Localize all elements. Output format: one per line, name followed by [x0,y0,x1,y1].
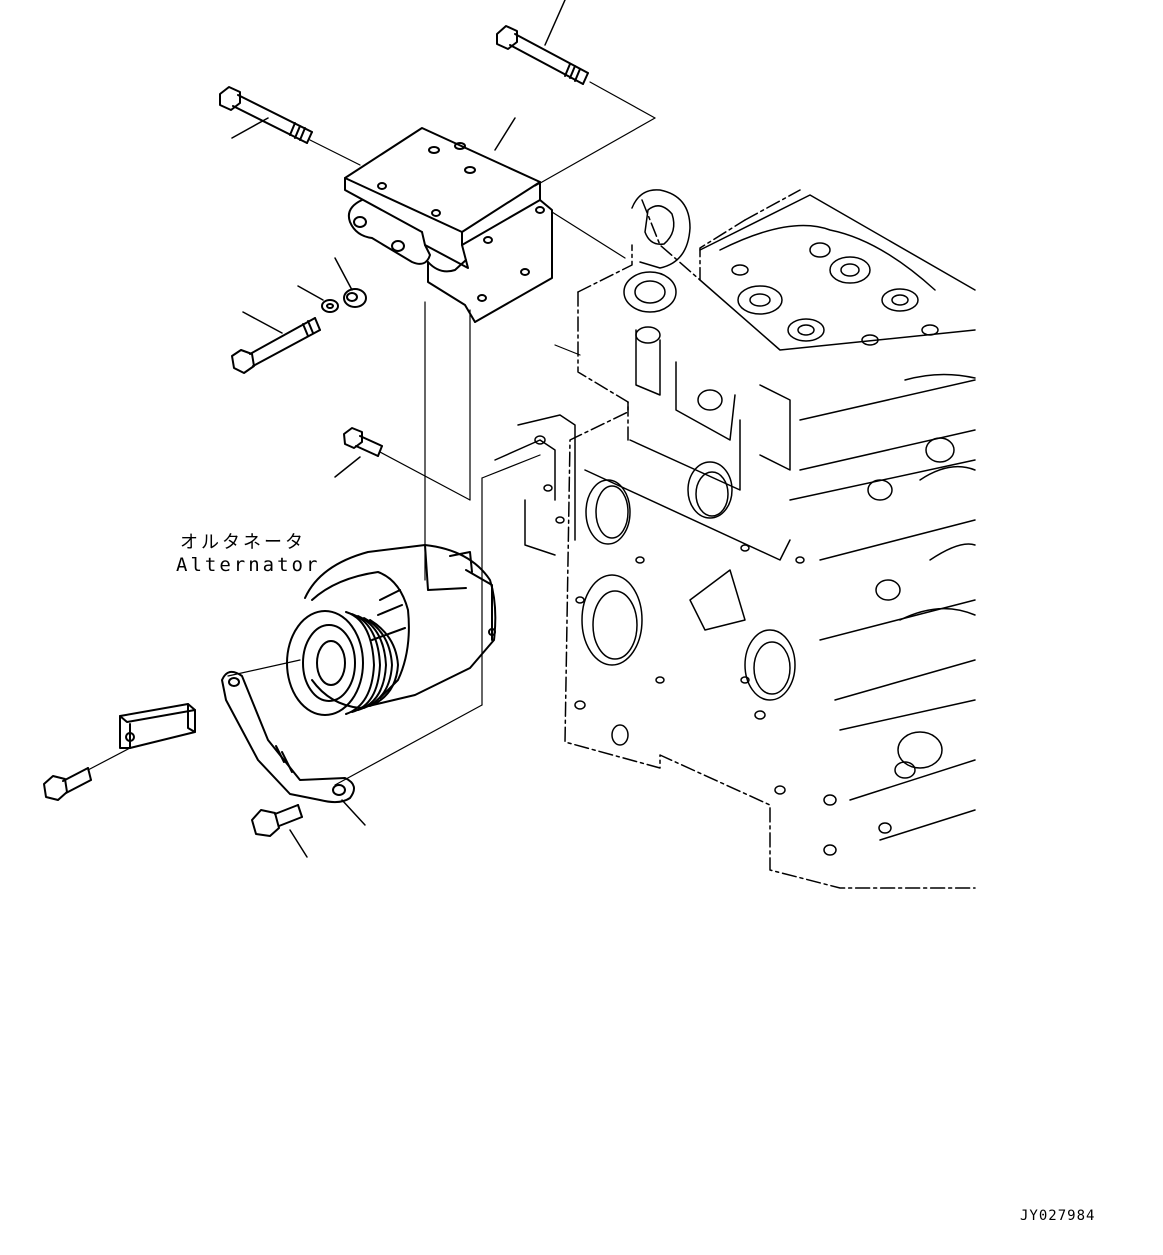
adjusting-strap [221,670,355,804]
assembly-lines [87,81,656,786]
bolt-upper-left [219,86,313,144]
part-leaders [231,0,566,858]
bolt-small-middle [343,427,383,457]
drawing-id: JY027984 [1020,1208,1096,1224]
alternator [286,544,497,716]
callout-label-english: Alternator [176,554,321,576]
washer [321,299,339,313]
engine-block [494,189,976,889]
bolt-bottom [251,804,303,837]
callout-label-japanese: オルタネータ [180,532,306,553]
spacer [343,288,367,308]
bolt-bottom-left [43,767,92,801]
small-bracket [119,703,196,749]
bolt-side [231,317,321,374]
bolt-top-long [496,25,589,85]
alternator-bracket [344,127,553,323]
